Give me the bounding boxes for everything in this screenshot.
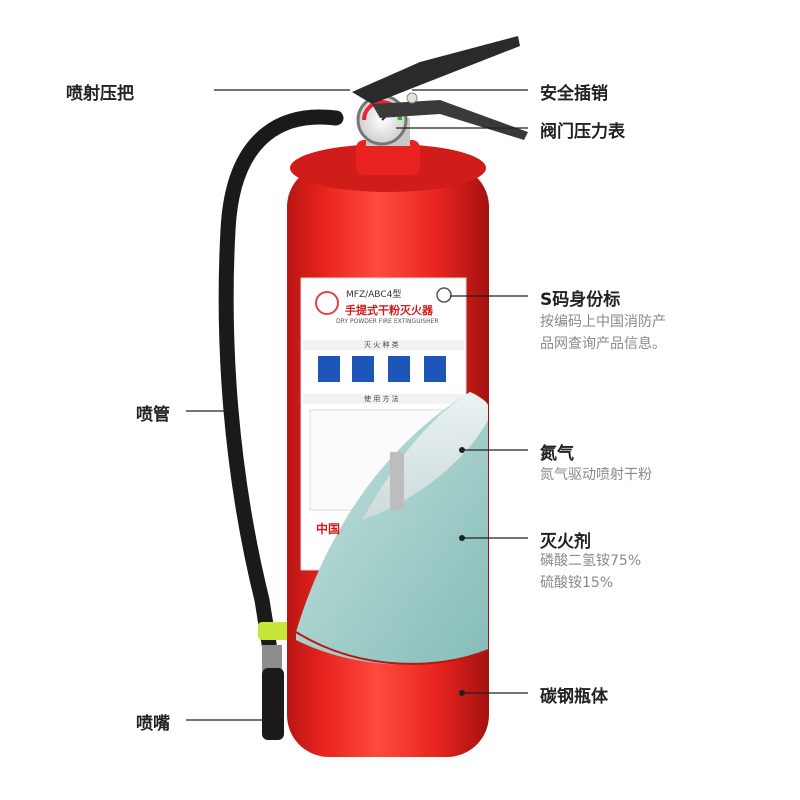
label-name-cn: 手提式干粉灭火器: [345, 302, 433, 318]
label-spray-handle: 喷射压把: [66, 79, 134, 104]
safety-pin: [407, 93, 417, 103]
label-pressure-gauge: 阀门压力表: [540, 117, 625, 142]
label-hose: 喷管: [136, 400, 170, 425]
label-model: MFZ/ABC4型: [346, 287, 401, 300]
label-maker: 中国: [316, 520, 340, 537]
label-name-en: DRY POWDER FIRE EXTINGUISHER: [336, 318, 439, 325]
label-agent-desc-2: 硫酸铵15%: [540, 572, 613, 594]
label-safety-pin: 安全插销: [540, 79, 608, 104]
label-id-mark-desc-1: 按编码上中国消防产: [540, 311, 666, 333]
label-nitrogen-title: 氮气: [540, 439, 574, 464]
label-usage-title: 使 用 方 法: [364, 394, 399, 404]
spray-handle: [352, 36, 520, 104]
nozzle-coupling: [262, 645, 282, 671]
label-id-mark-desc-2: 品网查询产品信息。: [540, 333, 666, 355]
ccc-mark: [437, 288, 451, 302]
label-logo: [316, 292, 338, 314]
siphon-tube: [390, 452, 404, 510]
label-fire-classes-title: 灭 火 种 类: [364, 340, 399, 350]
label-nitrogen-desc: 氮气驱动喷射干粉: [540, 464, 652, 486]
label-id-mark-title: S码身份标: [540, 285, 620, 310]
label-cylinder: 碳钢瓶体: [540, 682, 608, 707]
label-nozzle: 喷嘴: [136, 709, 170, 734]
nozzle: [262, 668, 284, 740]
label-agent-desc-1: 磷酸二氢铵75%: [540, 550, 641, 572]
label-agent-title: 灭火剂: [540, 527, 591, 552]
